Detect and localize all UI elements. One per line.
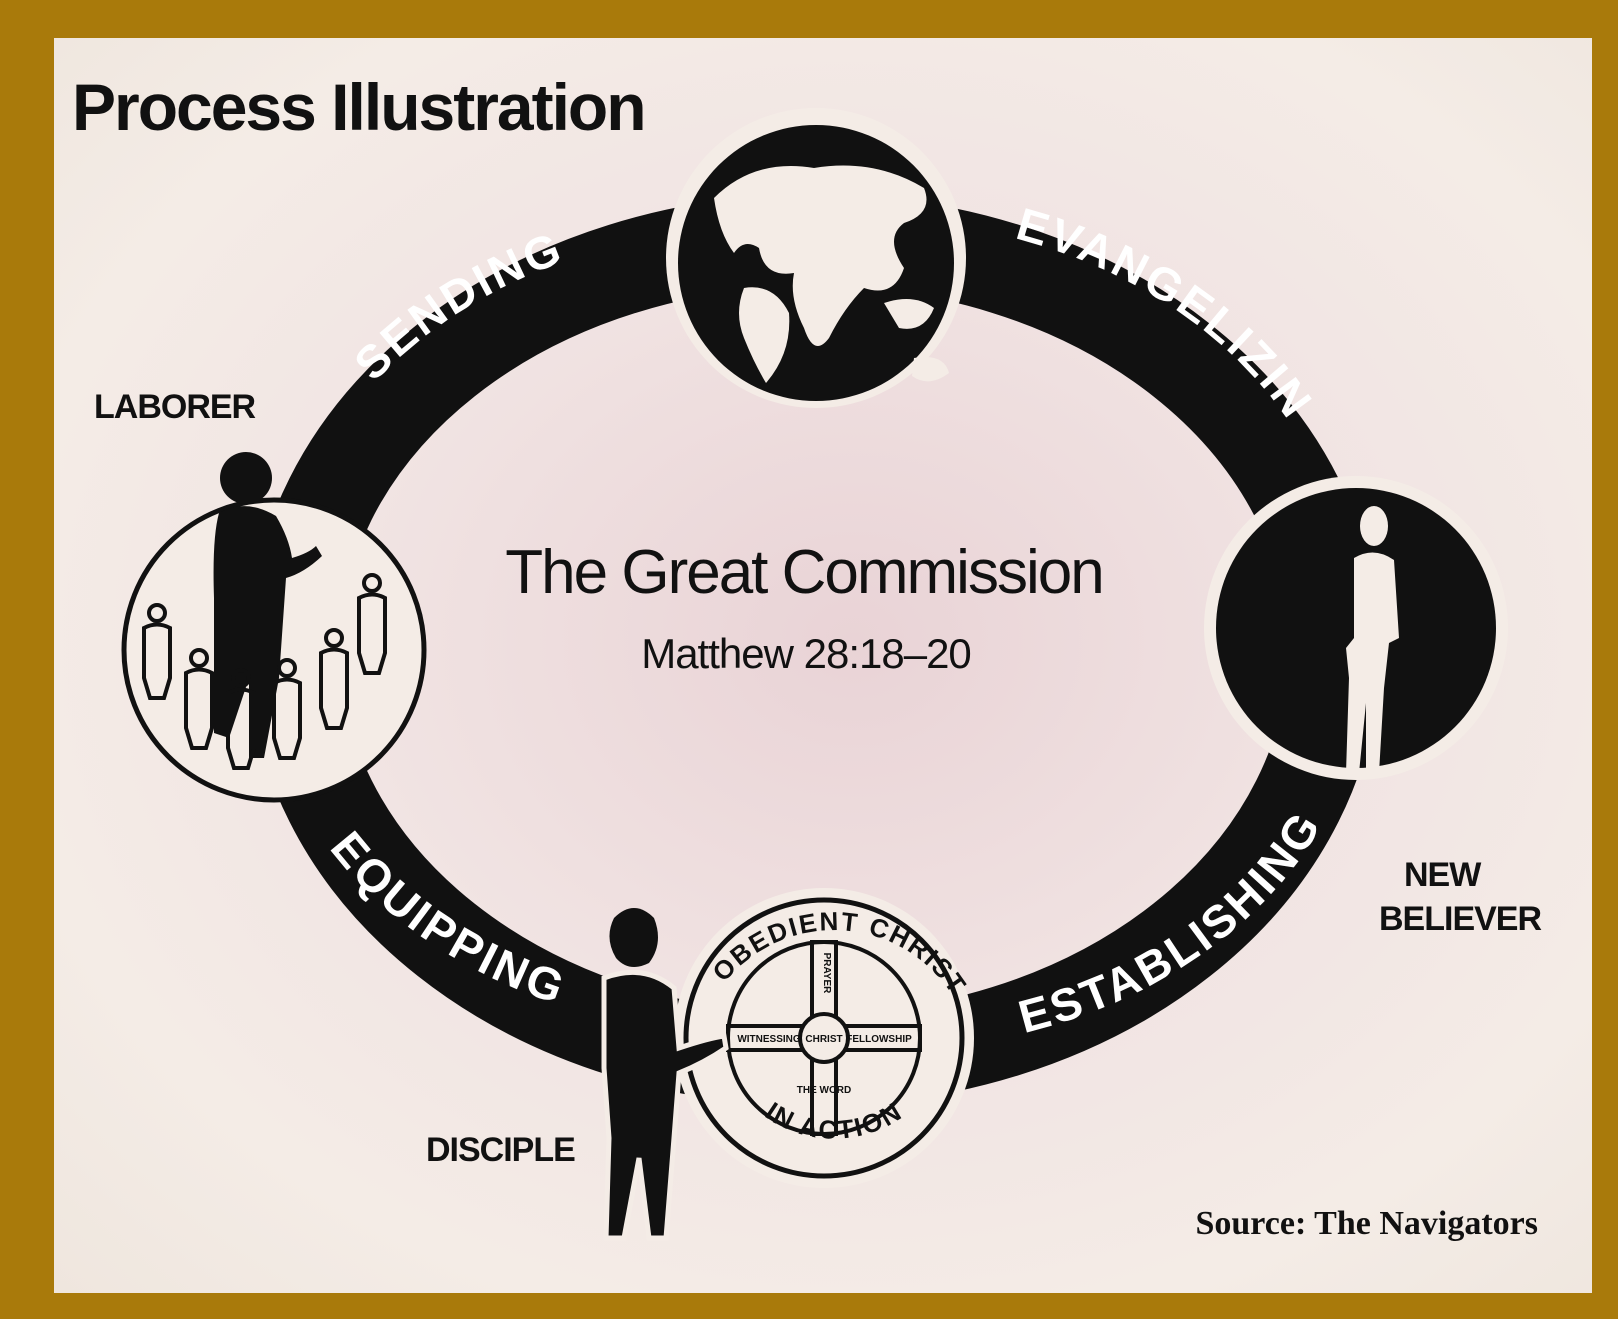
center-title: The Great Commission bbox=[505, 538, 1102, 607]
emblem-top-spoke: PRAYER bbox=[821, 953, 832, 995]
new-believer-figure-icon bbox=[1204, 476, 1508, 780]
role-label-new: NEW bbox=[1404, 856, 1482, 894]
role-label-laborer: LABORER bbox=[94, 388, 256, 426]
process-diagram: Process Illustration SENDING EVANGELIZIN… bbox=[54, 38, 1542, 1242]
emblem-center-text: CHRIST bbox=[805, 1034, 842, 1045]
center-reference: Matthew 28:18–20 bbox=[641, 630, 971, 677]
source-credit: Source: The Navigators bbox=[1195, 1205, 1538, 1242]
role-label-disciple: DISCIPLE bbox=[426, 1131, 575, 1169]
diagram-panel: Process Illustration SENDING EVANGELIZIN… bbox=[54, 38, 1592, 1293]
emblem-left-spoke: WITNESSING bbox=[737, 1034, 801, 1045]
emblem-bottom-spoke: THE WORD bbox=[797, 1085, 851, 1096]
emblem-right-spoke: FELLOWSHIP bbox=[846, 1034, 912, 1045]
globe-icon bbox=[666, 108, 966, 408]
disciple-figure-icon bbox=[601, 908, 729, 1241]
page-title: Process Illustration bbox=[72, 70, 645, 144]
role-label-believer: BELIEVER bbox=[1379, 900, 1541, 938]
laborer-figure-icon bbox=[121, 452, 427, 803]
